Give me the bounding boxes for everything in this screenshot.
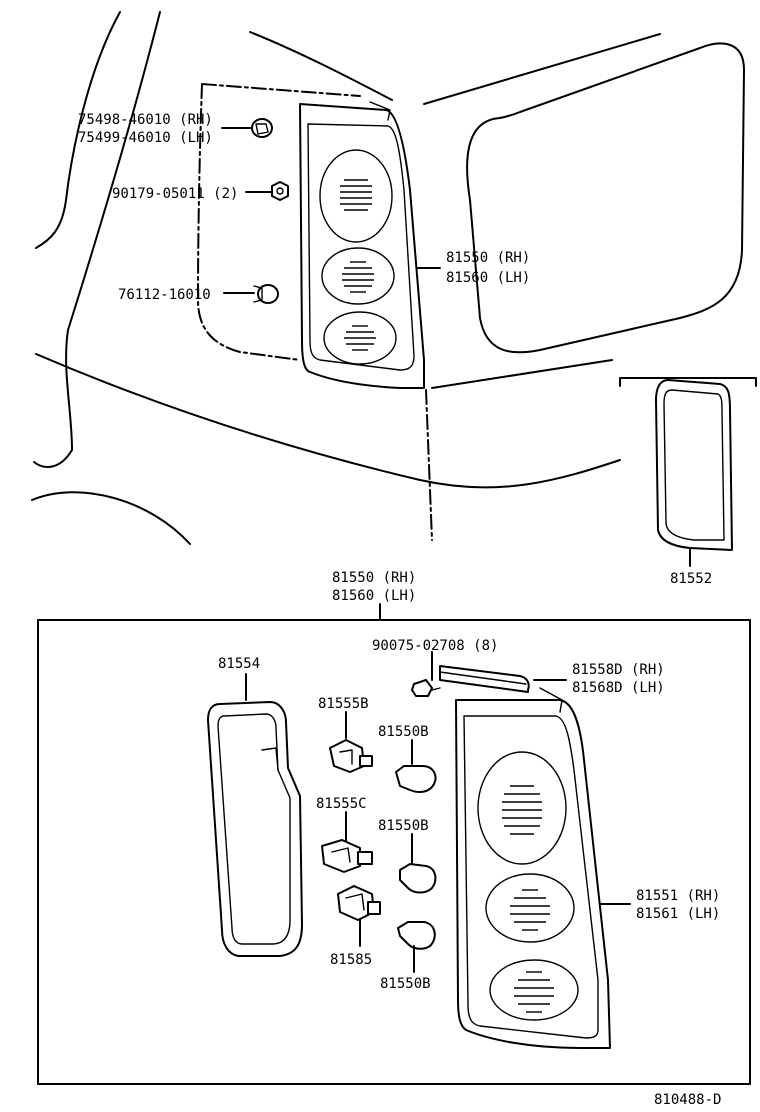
label-gasket: 81552 [670, 571, 712, 587]
label-bolt-rh: 75498-46010 (RH) [78, 112, 213, 128]
grille-lower [344, 325, 376, 351]
label-assy-lh: 81560 (LH) [332, 588, 416, 604]
exploded-view-frame [37, 619, 751, 1085]
gasket-outline [619, 377, 757, 567]
tail-lamp-assembly-top [299, 101, 425, 389]
lamp-lens [455, 687, 631, 1049]
lens-grille-lower [514, 971, 554, 1013]
label-socket-1: 81555B [318, 696, 369, 712]
label-screw: 90075-02708 (8) [372, 638, 498, 654]
bulb-2-icon [399, 833, 437, 894]
lens-grille-upper [502, 785, 542, 835]
label-clip: 76112-16010 [118, 287, 211, 303]
label-socket-2: 81555C [316, 796, 367, 812]
clip-icon [223, 284, 279, 304]
label-bolt-lh: 75499-46010 (LH) [78, 130, 213, 146]
label-socket-3: 81585 [330, 952, 372, 968]
label-cover-lh: 81568D (LH) [572, 680, 665, 696]
label-housing-gasket: 81554 [218, 656, 260, 672]
diagram-id: 810488-D [654, 1092, 721, 1108]
nut-icon [245, 181, 289, 201]
label-lens-lh: 81561 (LH) [636, 906, 720, 922]
label-lamp-rh: 81550 (RH) [446, 250, 530, 266]
grille-middle [342, 261, 374, 293]
label-lamp-lh: 81560 (LH) [446, 270, 530, 286]
label-bulb-1: 81550B [378, 724, 429, 740]
housing-gasket [207, 673, 303, 957]
label-assy-rh: 81550 (RH) [332, 570, 416, 586]
grille-upper [340, 179, 372, 211]
bolt-icon [221, 118, 273, 138]
label-bulb-3: 81550B [380, 976, 431, 992]
bulb-1-icon [395, 739, 437, 793]
lens-grille-middle [510, 889, 550, 931]
label-nut: 90179-05011 (2) [112, 186, 238, 202]
label-cover-rh: 81558D (RH) [572, 662, 665, 678]
label-lens-rh: 81551 (RH) [636, 888, 720, 904]
label-bulb-2: 81550B [378, 818, 429, 834]
screw-icon [411, 651, 441, 697]
socket-81555b-icon [329, 711, 373, 773]
vehicle-body-outline [31, 11, 745, 545]
socket-81585-icon [337, 885, 381, 947]
bulb-3-icon [397, 921, 436, 973]
socket-81555c-icon [321, 811, 373, 873]
lamp-cover-strip [439, 665, 567, 693]
